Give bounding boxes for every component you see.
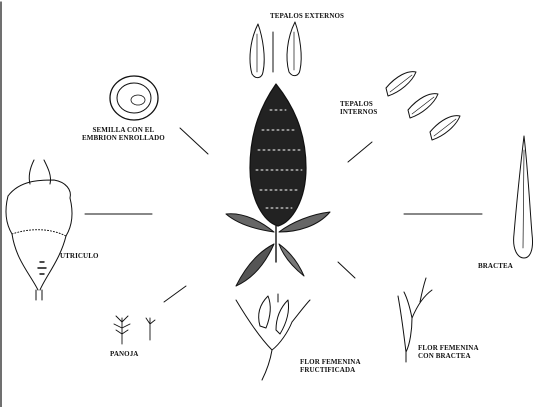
connector-panoja xyxy=(164,286,186,302)
semilla-drawing xyxy=(110,76,158,120)
label-flor-bractea: FLOR FEMENINA CON BRACTEA xyxy=(418,344,479,360)
label-panoja: PANOJA xyxy=(110,350,138,358)
central-plant-drawing xyxy=(226,84,330,286)
panoja-drawing xyxy=(114,316,155,344)
label-tepalos-internos: TEPALOS INTERNOS xyxy=(340,100,377,116)
utriculo-drawing xyxy=(6,160,72,300)
label-bractea: BRACTEA xyxy=(478,262,513,270)
tepalos-internos-drawing xyxy=(386,72,460,140)
label-utriculo: UTRICULO xyxy=(60,252,99,260)
label-tepalos-externos: TEPALOS EXTERNOS xyxy=(270,12,344,20)
connector-flor-bractea xyxy=(338,262,355,278)
bractea-drawing xyxy=(514,136,533,258)
label-flor-fructificada: FLOR FEMENINA FRUCTIFICADA xyxy=(300,358,361,374)
flor-fructificada-drawing xyxy=(236,296,310,380)
connector-semilla xyxy=(180,128,208,154)
label-semilla: SEMILLA CON EL EMBRION ENROLLADO xyxy=(82,126,165,142)
connector-tepalos-internos xyxy=(348,142,372,162)
tepalos-externos-drawing xyxy=(250,22,301,78)
